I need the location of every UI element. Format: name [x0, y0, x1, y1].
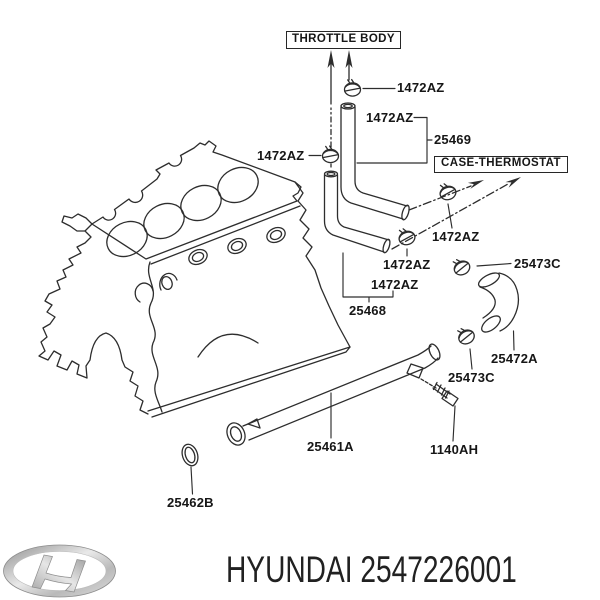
oring-25462b	[181, 443, 199, 467]
part-label-tube-25468: 25468	[349, 303, 387, 318]
footer-part-number: HYUNDAI 2547226001	[226, 549, 517, 590]
tube-25468	[323, 170, 391, 254]
leader-lines	[190, 87, 515, 495]
clamp-icon-mid-lower	[395, 225, 418, 248]
part-label-clamp-upper: 1472AZ	[366, 110, 414, 125]
part-label-clamp-top: 1472AZ	[397, 80, 445, 95]
clamp-icon-hose-bottom	[454, 323, 478, 348]
clamp-icon-top	[343, 78, 362, 97]
part-label-pipe-25461a: 25461A	[307, 439, 354, 454]
part-label-clamp-lower: 1472AZ	[371, 277, 419, 292]
hyundai-logo-icon	[3, 544, 116, 598]
part-label-tube-25469: 25469	[434, 132, 472, 147]
case-thermostat-callout: CASE-THERMOSTAT	[434, 156, 568, 173]
bolt-1140ah	[432, 381, 459, 407]
block-face-holes	[161, 226, 286, 290]
part-label-clamp-left: 1472AZ	[257, 148, 305, 163]
pipe-25461a	[226, 343, 441, 446]
part-label-bolt-1140ah: 1140AH	[430, 442, 479, 457]
part-label-clamp-hose-bottom: 25473C	[448, 370, 495, 385]
throttle-body-callout: THROTTLE BODY	[286, 31, 401, 49]
part-label-hose-25472a: 25472A	[491, 351, 538, 366]
part-label-clamp-mid-lower: 1472AZ	[383, 257, 431, 272]
clamp-icon-mid-upper	[436, 180, 459, 203]
case-thermostat-arrows	[391, 177, 521, 250]
tube-25469	[340, 102, 410, 221]
throttle-body-arrows	[327, 50, 353, 170]
clamp-icon-hose-top	[449, 254, 473, 279]
clamp-icon-left	[321, 145, 340, 164]
engine-block	[38, 140, 351, 418]
part-label-oring-25462b: 25462B	[167, 495, 214, 510]
part-label-clamp-hose-top: 25473C	[514, 256, 561, 271]
part-label-clamp-mid-upper: 1472AZ	[432, 229, 480, 244]
hose-25472a	[477, 272, 520, 333]
